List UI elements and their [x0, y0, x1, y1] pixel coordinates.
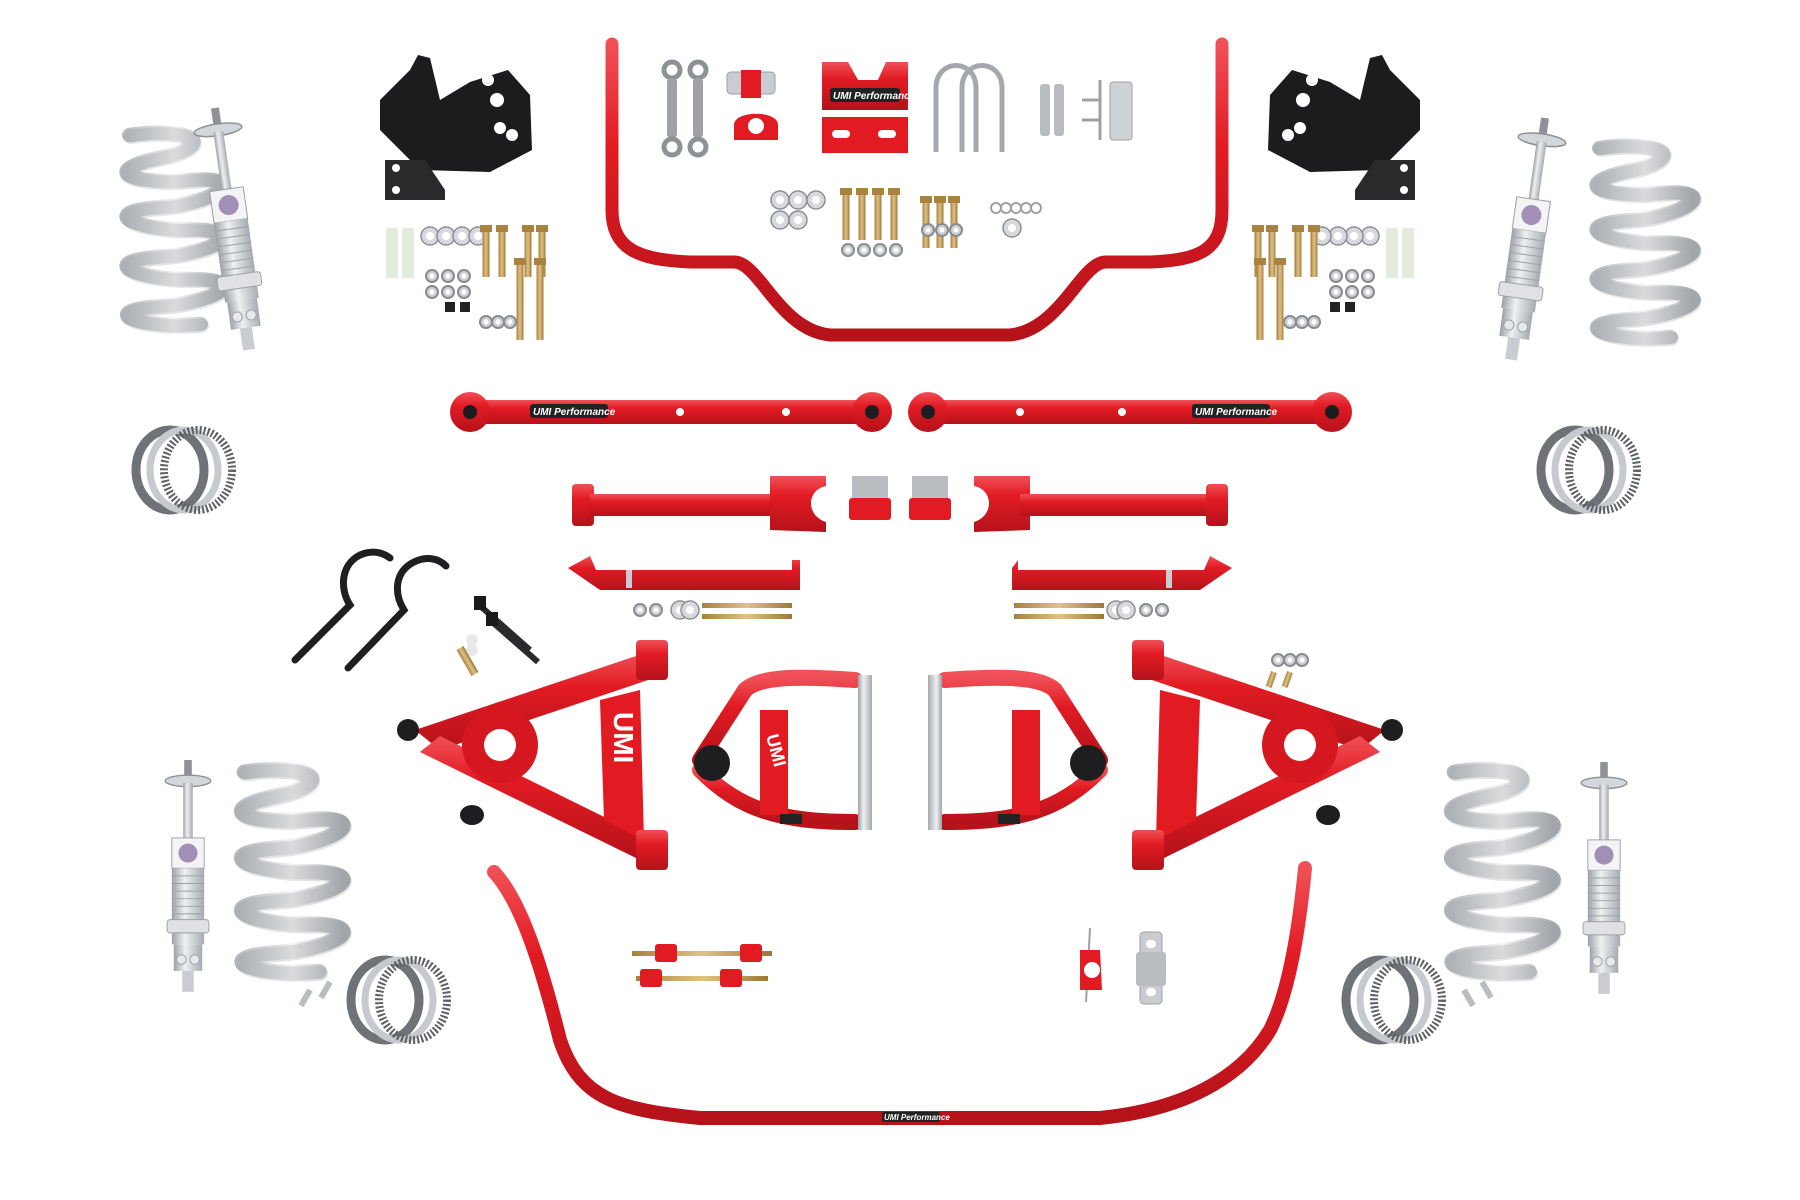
shock-mount-bracket-right: [1268, 55, 1420, 200]
umi-performance-logo: UMI Performance: [833, 91, 916, 102]
front-coilover-right: [1452, 762, 1628, 1008]
front-sway-bar: UMI Performance: [487, 861, 1312, 1125]
rear-sway-bar-bushings: [726, 70, 778, 140]
rear-upper-control-arm-left: [572, 476, 826, 532]
u-bolts: [933, 63, 1005, 152]
center-hardware: [770, 188, 1042, 257]
lower-arm-brace-left: [568, 556, 800, 590]
brace-hardware-left: [633, 600, 792, 620]
axle-mount-plate: UMI Performance: [822, 62, 916, 153]
front-end-links: [456, 596, 540, 676]
front-lower-a-arm-right: [1132, 640, 1403, 870]
lower-arm-brace-right: [1012, 556, 1232, 590]
brace-hardware-right: [1014, 600, 1169, 620]
spacer-plates: [1040, 80, 1133, 141]
spanner-wrenches: [291, 548, 450, 672]
umi-cutout-logo: UMI: [608, 712, 639, 763]
front-upper-a-arm-left: UMI: [692, 669, 872, 830]
rear-upper-control-arm-right: [974, 476, 1228, 532]
front-sway-bar-bushing: [1080, 927, 1166, 1005]
hardware-kit-right: [1252, 225, 1414, 340]
hardware-kit-left: [386, 225, 548, 340]
front-upper-a-arm-right: [928, 669, 1108, 830]
rear-lower-control-arm-left: UMI Performance: [450, 392, 892, 432]
front-sway-bar-end-links: [632, 944, 772, 987]
upper-arm-bushings: [849, 476, 951, 520]
umi-cutout-logo: UMI: [1204, 712, 1235, 763]
shock-mount-bracket-left: [380, 55, 532, 200]
umi-performance-logo: UMI Performance: [533, 407, 616, 418]
rear-sway-bar: [605, 37, 1229, 342]
rear-end-links: [661, 59, 709, 158]
front-coilover-left: [164, 759, 343, 1008]
umi-performance-logo: UMI Performance: [884, 1113, 950, 1122]
umi-performance-logo: UMI Performance: [1195, 407, 1278, 418]
front-lower-a-arm-left: UMI: [397, 640, 668, 870]
rear-lower-control-arm-right: UMI Performance: [908, 392, 1352, 432]
lower-arm-hardware-right: [1265, 653, 1309, 689]
